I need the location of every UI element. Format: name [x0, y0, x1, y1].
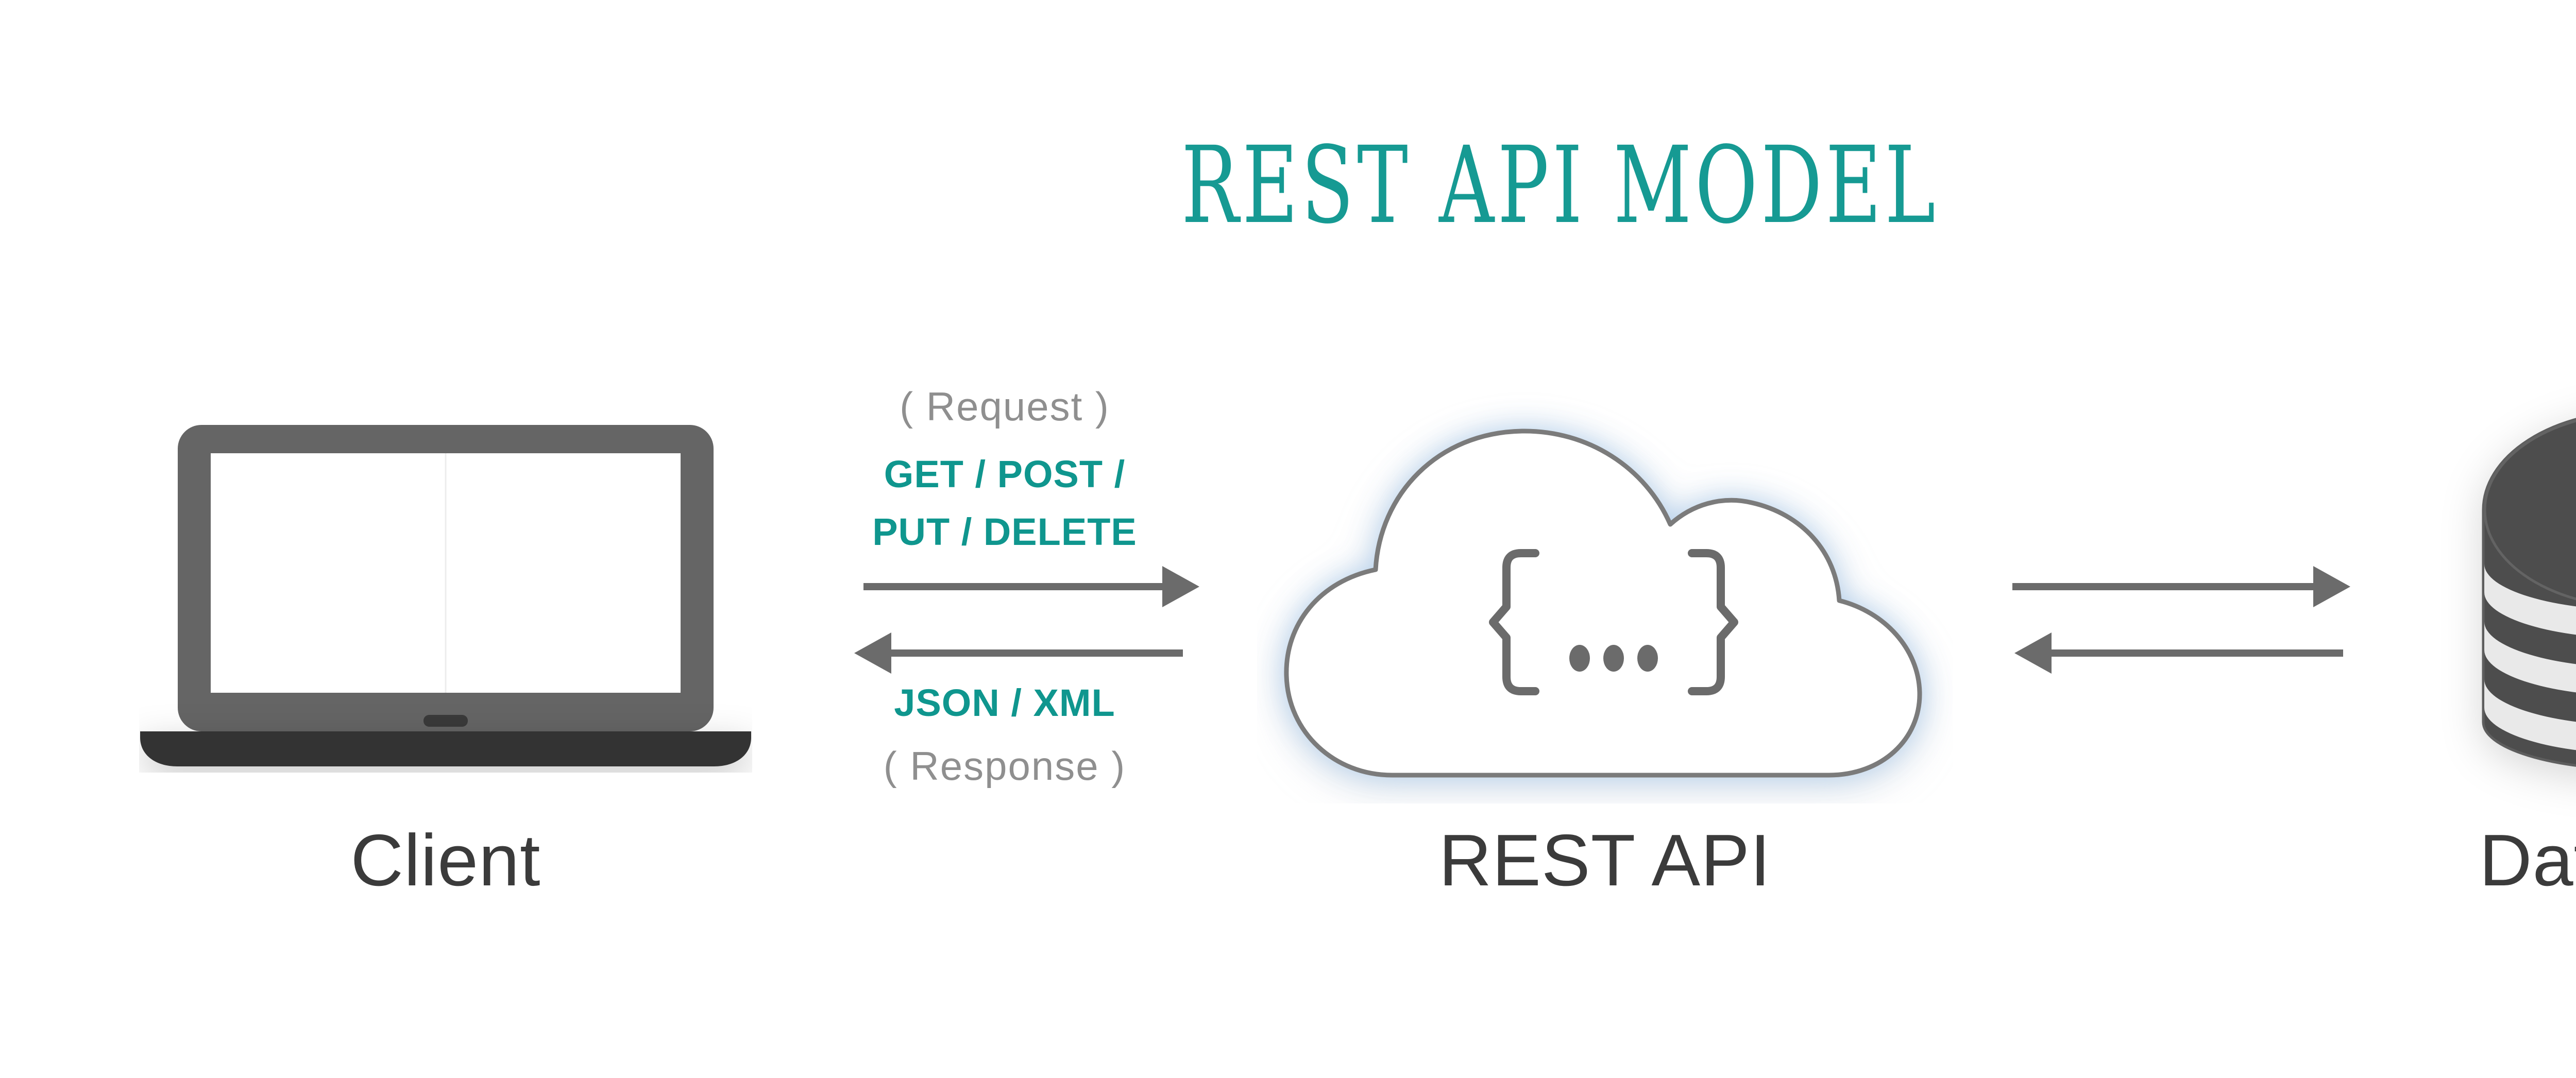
- laptop-icon: [140, 425, 751, 766]
- rest-api-label: REST API: [1438, 819, 1771, 901]
- database-label: Database: [2479, 819, 2576, 901]
- cloud-icon: [1284, 429, 1922, 778]
- page-title: REST API MODEL: [1181, 124, 1939, 247]
- db-api-arrow-left-icon: [2014, 632, 2344, 674]
- request-methods-line1: GET / POST /: [884, 453, 1126, 495]
- response-annotation: ( Response ): [883, 743, 1126, 789]
- request-annotation: ( Request ): [900, 384, 1110, 429]
- database-icon: [2482, 418, 2576, 767]
- api-db-arrow-right-icon: [2012, 566, 2350, 607]
- request-arrow-right-icon: [863, 566, 1199, 607]
- braces-ellipsis-icon: [1489, 549, 1738, 695]
- response-arrow-left-icon: [854, 632, 1184, 674]
- cloud-braces-icon: [1284, 429, 1922, 778]
- client-label: Client: [350, 819, 541, 901]
- response-formats: JSON / XML: [894, 681, 1115, 724]
- request-methods-line2: PUT / DELETE: [872, 510, 1137, 553]
